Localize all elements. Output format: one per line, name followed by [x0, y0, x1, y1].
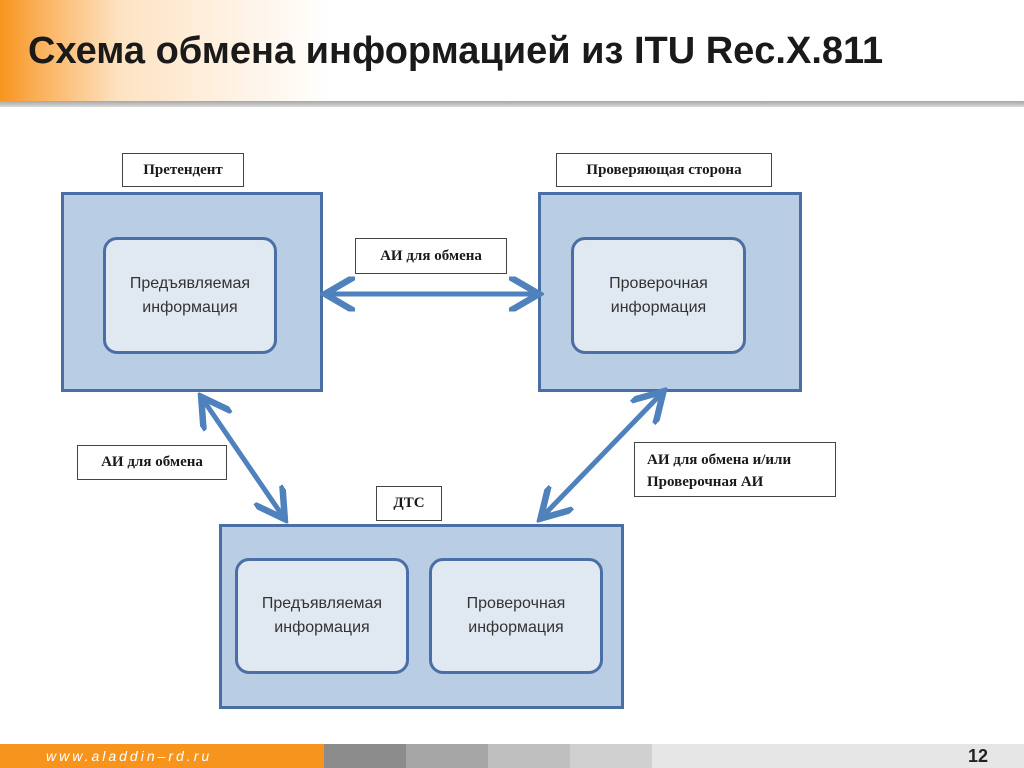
ttp-label: ДТС: [376, 486, 442, 521]
verifier-inner-line-2: информация: [610, 298, 707, 316]
claimant-presented-info: Предъявляемая информация: [103, 237, 277, 354]
claimant-inner-line-1: Предъявляемая: [129, 274, 251, 292]
ttp-left-line-2: информация: [274, 619, 370, 636]
edge-label-verifier-ttp-line-2: Проверочная АИ: [647, 474, 764, 490]
verifier-verification-info: Проверочная информация: [571, 237, 746, 354]
claimant-label: Претендент: [122, 153, 244, 187]
verifier-label: Проверяющая сторона: [556, 153, 772, 187]
ttp-right-line-2: информация: [468, 619, 564, 636]
edge-label-verifier-ttp: АИ для обмена и/или Проверочная АИ: [634, 442, 836, 497]
header-band: [0, 0, 1024, 104]
footer-bar-segment: [406, 744, 488, 768]
footer-bar-segment: [488, 744, 570, 768]
page-number: 12: [967, 746, 988, 766]
ttp-presented-info: Предъявляемая информация: [235, 558, 409, 674]
ttp-left-line-1: Предъявляемая: [261, 595, 383, 612]
arrow-verifier-ttp: [544, 395, 660, 515]
edge-label-claimant-ttp: АИ для обмена: [77, 445, 227, 480]
footer-bar-segment: [324, 744, 406, 768]
footer-bar-segment: [570, 744, 652, 768]
ttp-right-line-1: Проверочная: [466, 595, 566, 612]
verifier-inner-line-1: Проверочная: [609, 274, 708, 292]
footer-bar-segment: [652, 744, 1024, 768]
page-title: Схема обмена информацией из ITU Rec.X.81…: [28, 30, 884, 72]
header-divider: [0, 101, 1024, 107]
arrow-claimant-ttp: [204, 401, 282, 515]
edge-label-claimant-verifier: АИ для обмена: [355, 238, 507, 274]
claimant-inner-line-2: информация: [142, 298, 238, 316]
ttp-verification-info: Проверочная информация: [429, 558, 603, 674]
footer-url[interactable]: www.aladdin–rd.ru: [0, 744, 324, 768]
edge-label-verifier-ttp-line-1: АИ для обмена и/или: [647, 452, 792, 468]
